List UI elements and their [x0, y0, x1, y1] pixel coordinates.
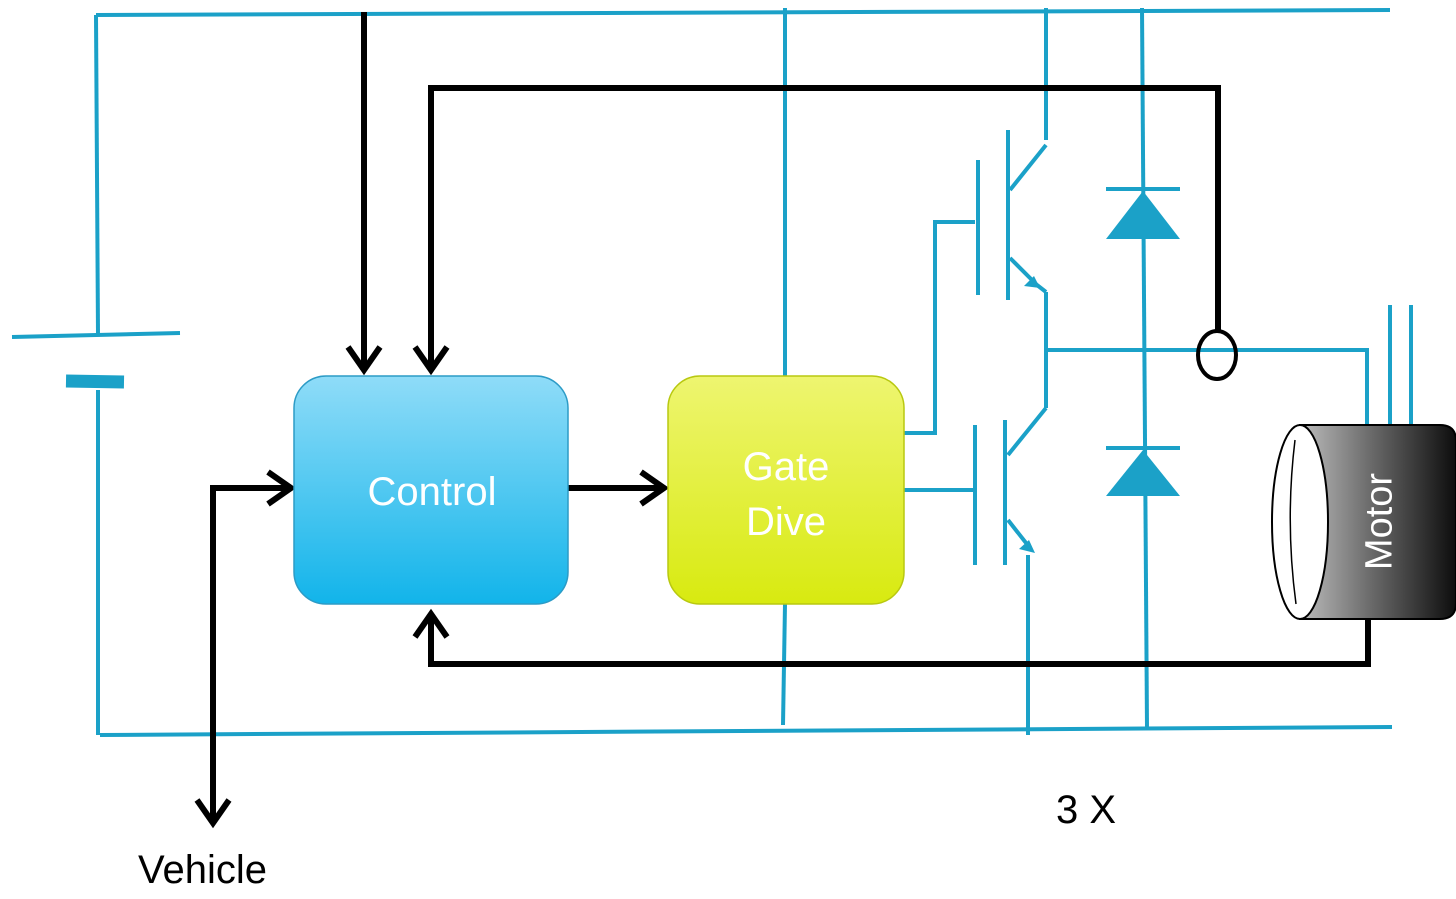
vehicle-output-arrowhead	[194, 798, 232, 829]
feedback-arrowhead	[412, 345, 450, 376]
phase-multiplier-label: 3 X	[1056, 788, 1117, 832]
current-sense-feedback-line	[428, 85, 1221, 368]
gate-drive-label-line1: Gate	[742, 445, 830, 489]
vehicle-label: Vehicle	[138, 848, 267, 892]
motor-feedback-arrowhead	[412, 608, 450, 639]
motor-icon	[1271, 424, 1456, 620]
battery-left-top-wire	[94, 14, 100, 336]
bottom-rail	[99, 725, 1393, 737]
signal-wiring	[194, 12, 1371, 829]
phase-output-wire	[1046, 348, 1369, 425]
current-sensor-icon	[1196, 329, 1238, 381]
top-input-arrowhead	[345, 345, 383, 376]
lower-diode-icon	[1106, 446, 1180, 496]
vehicle-line	[210, 485, 290, 820]
upper-diode-icon	[1106, 187, 1180, 239]
upper-igbt-icon	[976, 130, 1048, 300]
control-block	[293, 375, 569, 605]
diode-rail-wire	[1140, 7, 1149, 729]
battery-icon	[11, 331, 181, 389]
lower-igbt-icon	[973, 406, 1048, 565]
gate-drive-block	[667, 375, 905, 605]
gate-output-upper-wire	[903, 220, 975, 435]
motor-label: Motor	[1358, 472, 1401, 571]
motor-feedback-line	[428, 618, 1371, 667]
gate-drive-label-line2: Dive	[745, 500, 827, 544]
power-wiring	[94, 7, 1413, 737]
vehicle-input-arrowhead	[266, 469, 297, 507]
top-rail	[95, 8, 1391, 17]
control-to-gate-arrowhead	[639, 469, 670, 507]
control-block-label: Control	[367, 470, 497, 514]
